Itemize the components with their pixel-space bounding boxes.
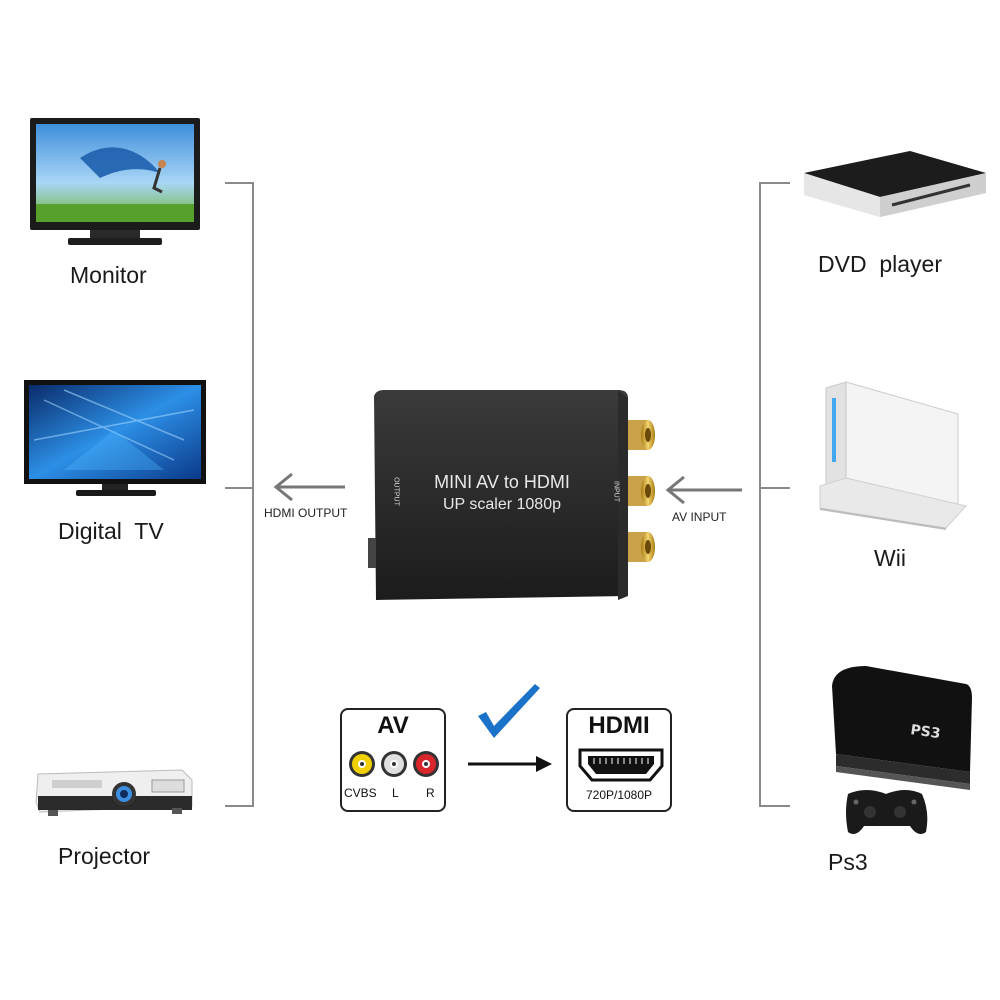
av-input-label: AV INPUT [672, 510, 727, 524]
ps3-logo: PS3 [909, 722, 941, 742]
hdmi-badge-title: HDMI [588, 712, 650, 739]
av-left-label: L [392, 786, 399, 800]
rca-jacks-icon [349, 751, 439, 777]
hdmi-output-arrow [273, 472, 345, 502]
ps3-label: Ps3 [828, 849, 868, 875]
dvd-player-label: DVD player [818, 251, 942, 277]
projector-image [35, 769, 193, 816]
monitor-image [30, 118, 200, 245]
hdmi-output-badge: HDMI 720P/1080P [566, 708, 672, 812]
av-cvbs-label: CVBS [344, 786, 377, 800]
dvd-player-image [804, 151, 986, 217]
hdmi-port-icon [578, 748, 664, 782]
converter-box [368, 390, 655, 600]
rca-connector-top [628, 420, 655, 450]
digital-tv-image [24, 380, 206, 496]
projector-label: Projector [58, 843, 151, 869]
ps3-image: PS3 [832, 666, 972, 834]
conversion-arrow [468, 756, 552, 772]
converter-title-line2: UP scaler 1080p [443, 496, 561, 513]
hdmi-resolution-label: 720P/1080P [585, 788, 653, 802]
monitor-label: Monitor [70, 262, 147, 288]
av-badge-title: AV [377, 712, 409, 739]
wii-image [819, 381, 967, 530]
digital-tv-label: Digital TV [58, 518, 164, 544]
av-input-arrow [665, 475, 742, 505]
converter-input-side-label: INPUT [612, 481, 620, 502]
converter-output-side-label: OUTPUT [392, 477, 400, 506]
hdmi-output-label: HDMI OUTPUT [264, 506, 348, 520]
wii-label: Wii [874, 545, 906, 571]
check-icon [478, 684, 540, 738]
rca-connector-bottom [628, 532, 655, 562]
rca-connector-middle [628, 476, 655, 506]
av-right-label: R [426, 786, 435, 800]
converter-title-line1: MINI AV to HDMI [434, 472, 570, 492]
av-input-badge: AV CVBS L R [340, 708, 446, 812]
